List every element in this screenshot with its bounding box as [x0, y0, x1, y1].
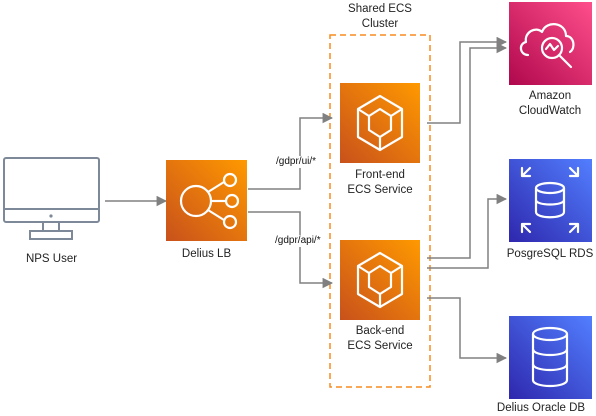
cloudwatch-label-line1: Amazon	[528, 90, 572, 102]
cloudwatch-label-line2: CloudWatch	[518, 105, 582, 117]
backend-label-line1: Back-end	[355, 325, 405, 337]
delius-lb-label: Delius LB	[181, 248, 232, 260]
edge-frontend-to-cloudwatch	[427, 36, 508, 124]
edge-backend-to-oracle	[427, 297, 508, 364]
edges	[105, 36, 508, 364]
ecs-service-icon	[340, 83, 420, 163]
desktop-monitor-icon	[3, 157, 100, 240]
frontend-label-line2: ECS Service	[347, 184, 413, 196]
edge-backend-to-rds	[427, 193, 508, 269]
cluster-title-line1: Shared ECS	[348, 3, 412, 15]
ui-route-label: /gdpr/ui/*	[275, 156, 318, 168]
api-route-label: /gdpr/api/*	[274, 235, 322, 247]
ecs-cluster-boundary	[329, 34, 431, 388]
backend-label-line2: ECS Service	[347, 340, 413, 352]
database-icon	[509, 316, 592, 399]
cluster-title-line2: Cluster	[361, 18, 399, 30]
rds-label: PosgreSQL RDS	[506, 248, 594, 260]
cloudwatch-icon	[509, 2, 592, 85]
frontend-label-line1: Front-end	[355, 169, 405, 181]
edge-lb-to-backend	[248, 211, 334, 289]
rds-database-icon	[509, 159, 592, 242]
nps-user-label: NPS User	[25, 253, 78, 265]
ecs-service-icon	[340, 240, 420, 320]
oracle-label: Delius Oracle DB	[496, 402, 586, 414]
edge-backend-to-cloudwatch	[427, 42, 508, 259]
edge-lb-to-frontend	[248, 112, 334, 190]
elastic-load-balancer-icon	[166, 160, 247, 241]
